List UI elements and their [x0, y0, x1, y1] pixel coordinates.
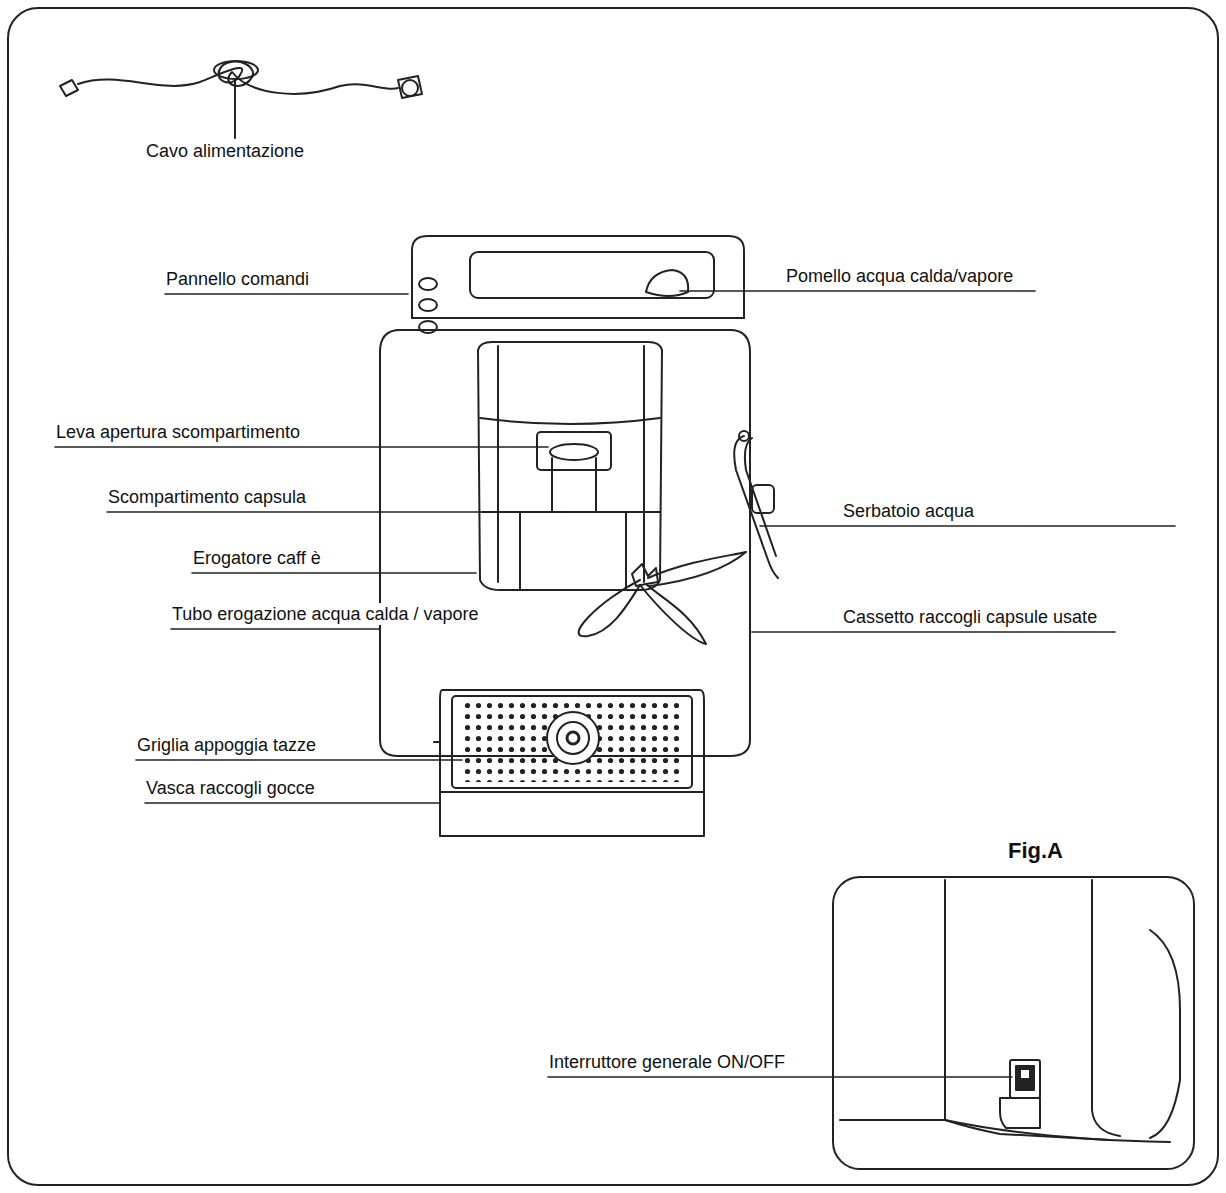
coffee-machine — [380, 236, 778, 836]
part-label: Griglia appoggia tazze — [136, 734, 317, 756]
inset-illustration — [840, 880, 1180, 1142]
part-label: Serbatoio acqua — [842, 500, 975, 522]
figure-heading: Fig.A — [1008, 838, 1063, 864]
part-label: Tubo erogazione acqua calda / vapore — [171, 603, 480, 625]
part-label: Pomello acqua calda/vapore — [785, 265, 1014, 287]
part-label: Scompartimento capsula — [107, 486, 307, 508]
part-label: Pannello comandi — [165, 268, 310, 290]
part-label: Cassetto raccogli capsule usate — [842, 606, 1098, 628]
leader-lines — [55, 291, 1175, 1077]
part-label: Cavo alimentazione — [145, 140, 305, 162]
power-cable — [60, 61, 422, 138]
part-label: Interruttore generale ON/OFF — [548, 1051, 786, 1073]
part-label: Vasca raccogli gocce — [145, 777, 316, 799]
part-label: Erogatore caff è — [192, 547, 322, 569]
part-label: Leva apertura scompartimento — [55, 421, 301, 443]
outer-frame — [8, 8, 1218, 1185]
inset-box: Fig.A — [832, 876, 1195, 1170]
